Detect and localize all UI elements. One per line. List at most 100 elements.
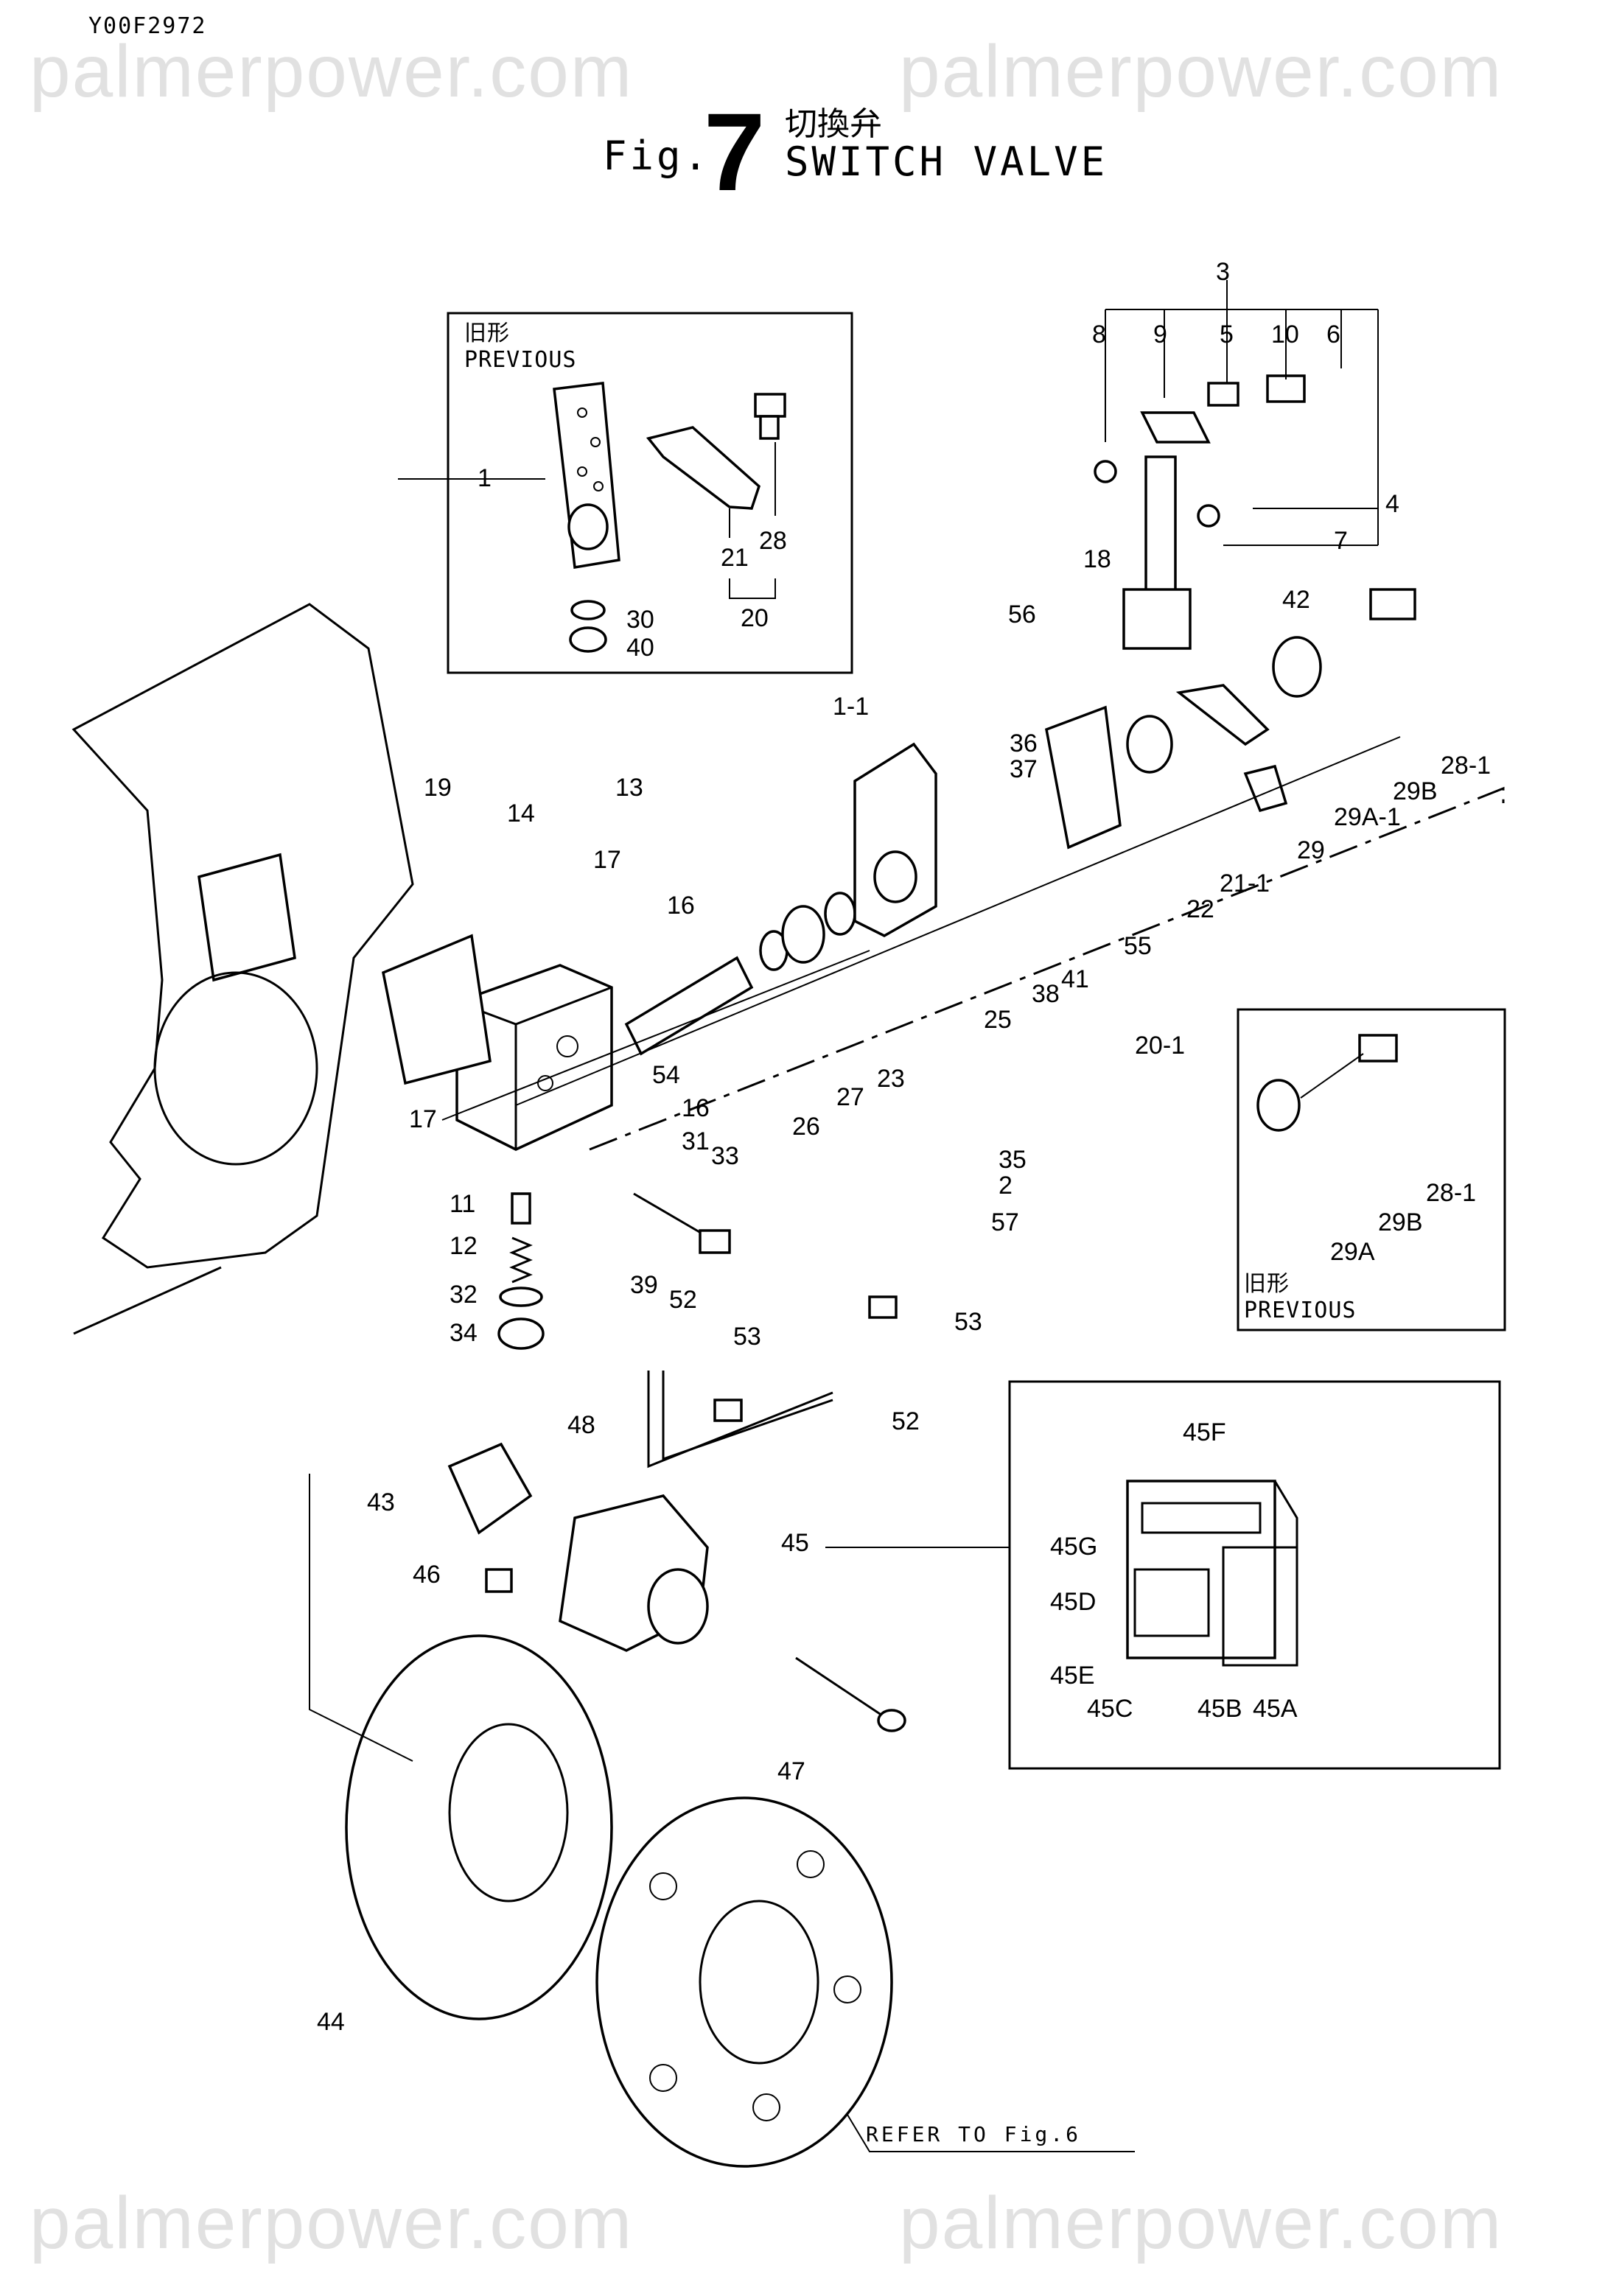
callout-10: 10 (1271, 321, 1299, 349)
watermark-text: palmerpower.com (29, 30, 634, 113)
callout-45f: 45F (1183, 1418, 1226, 1446)
callout-25: 25 (984, 1006, 1012, 1034)
previous-en: PREVIOUS (464, 347, 577, 373)
callout-35: 35 (999, 1146, 1027, 1174)
callout-56: 56 (1008, 601, 1036, 629)
watermark-text: palmerpower.com (899, 30, 1503, 113)
callout-29a: 29A (1330, 1238, 1375, 1266)
previous-box-right (1237, 1008, 1506, 1331)
callout-2: 2 (999, 1172, 1013, 1200)
callout-40: 40 (626, 634, 654, 662)
callout-36: 36 (1010, 729, 1038, 757)
callout-44: 44 (317, 2008, 345, 2036)
callout-45: 45 (781, 1529, 809, 1557)
callout-54: 54 (652, 1061, 680, 1089)
callout-18: 18 (1083, 545, 1111, 573)
callout-9: 9 (1153, 321, 1167, 349)
callout-7: 7 (1334, 527, 1348, 555)
callout-16: 16 (682, 1094, 710, 1122)
callout-11: 11 (450, 1190, 476, 1218)
callout-37: 37 (1010, 755, 1038, 783)
callout-23: 23 (877, 1065, 905, 1093)
callout-45a: 45A (1253, 1695, 1298, 1723)
callout-43: 43 (367, 1488, 395, 1516)
pipe (647, 1371, 833, 1469)
callout-26: 26 (792, 1113, 820, 1141)
callout-45b: 45B (1197, 1695, 1242, 1723)
callout-34: 34 (450, 1319, 478, 1347)
callout-29a-1: 29A-1 (1334, 803, 1401, 831)
spacer-block (447, 1442, 533, 1535)
figure-title-en: SWITCH VALVE (785, 139, 1108, 185)
callout-31: 31 (682, 1127, 710, 1155)
engine-block-outline (71, 603, 414, 1269)
callout-55: 55 (1124, 932, 1152, 960)
callout-17: 17 (409, 1105, 437, 1133)
document-code: Y00F2972 (88, 13, 207, 39)
bracket (1045, 705, 1122, 850)
callout-27: 27 (836, 1083, 864, 1111)
callout-28: 28 (759, 527, 787, 555)
callout-16: 16 (667, 892, 695, 920)
drive-disc (345, 1634, 613, 2020)
callout-30: 30 (626, 606, 654, 634)
callout-21: 21 (721, 544, 749, 572)
previous-jp: 旧形 (464, 321, 510, 346)
previous-lever (646, 426, 761, 510)
callout-1-1: 1-1 (833, 693, 870, 721)
callout-20: 20 (741, 604, 769, 632)
callout-6: 6 (1326, 321, 1340, 349)
figure-prefix: Fig. (603, 133, 711, 179)
refer-note: REFER TO Fig.6 (866, 2122, 1082, 2146)
callout-29b: 29B (1393, 777, 1438, 805)
previous-label-right: 旧形 PREVIOUS (1244, 1271, 1357, 1324)
callout-33: 33 (711, 1142, 739, 1170)
previous-en: PREVIOUS (1244, 1298, 1357, 1323)
callout-45g: 45G (1050, 1533, 1098, 1561)
callout-29b: 29B (1378, 1208, 1423, 1236)
detail-box-45 (1008, 1380, 1501, 1770)
callout-12: 12 (450, 1232, 478, 1260)
previous-label-top: 旧形 PREVIOUS (464, 321, 577, 374)
callout-17: 17 (593, 846, 621, 874)
callout-52: 52 (892, 1407, 920, 1435)
gasket-plate (382, 934, 492, 1085)
callout-48: 48 (567, 1411, 595, 1439)
callout-19: 19 (424, 774, 452, 802)
callout-53: 53 (954, 1308, 982, 1336)
callout-52: 52 (669, 1286, 697, 1314)
callout-14: 14 (507, 799, 535, 827)
callout-13: 13 (615, 774, 643, 802)
callout-47: 47 (777, 1757, 805, 1785)
callout-29: 29 (1297, 836, 1325, 864)
callout-57: 57 (991, 1208, 1019, 1236)
callout-45e: 45E (1050, 1662, 1095, 1690)
callout-20-1: 20-1 (1135, 1032, 1186, 1060)
flange-hub (595, 1796, 893, 2168)
callout-4: 4 (1385, 490, 1399, 518)
valve-body (853, 742, 937, 937)
callout-46: 46 (413, 1561, 441, 1589)
callout-3: 3 (1216, 258, 1230, 286)
engine-mount-plate (197, 853, 296, 982)
callout-1: 1 (478, 464, 492, 492)
switch-valve-block (455, 964, 613, 1151)
previous-box-top (447, 312, 853, 674)
callout-45d: 45D (1050, 1588, 1097, 1616)
callout-21-1: 21-1 (1220, 869, 1270, 897)
callout-39: 39 (630, 1271, 658, 1299)
callout-22: 22 (1186, 895, 1214, 923)
callout-28-1: 28-1 (1441, 752, 1492, 780)
callout-41: 41 (1061, 965, 1089, 993)
callout-38: 38 (1032, 980, 1060, 1008)
figure-number: 7 (704, 90, 766, 214)
callout-32: 32 (450, 1281, 478, 1309)
lever (1175, 684, 1270, 746)
watermark-text: palmerpower.com (899, 2182, 1503, 2264)
callout-5: 5 (1220, 321, 1234, 349)
callout-8: 8 (1092, 321, 1106, 349)
callout-53: 53 (733, 1323, 761, 1351)
spool-assembly (624, 956, 754, 1056)
previous-jp: 旧形 (1244, 1271, 1290, 1297)
